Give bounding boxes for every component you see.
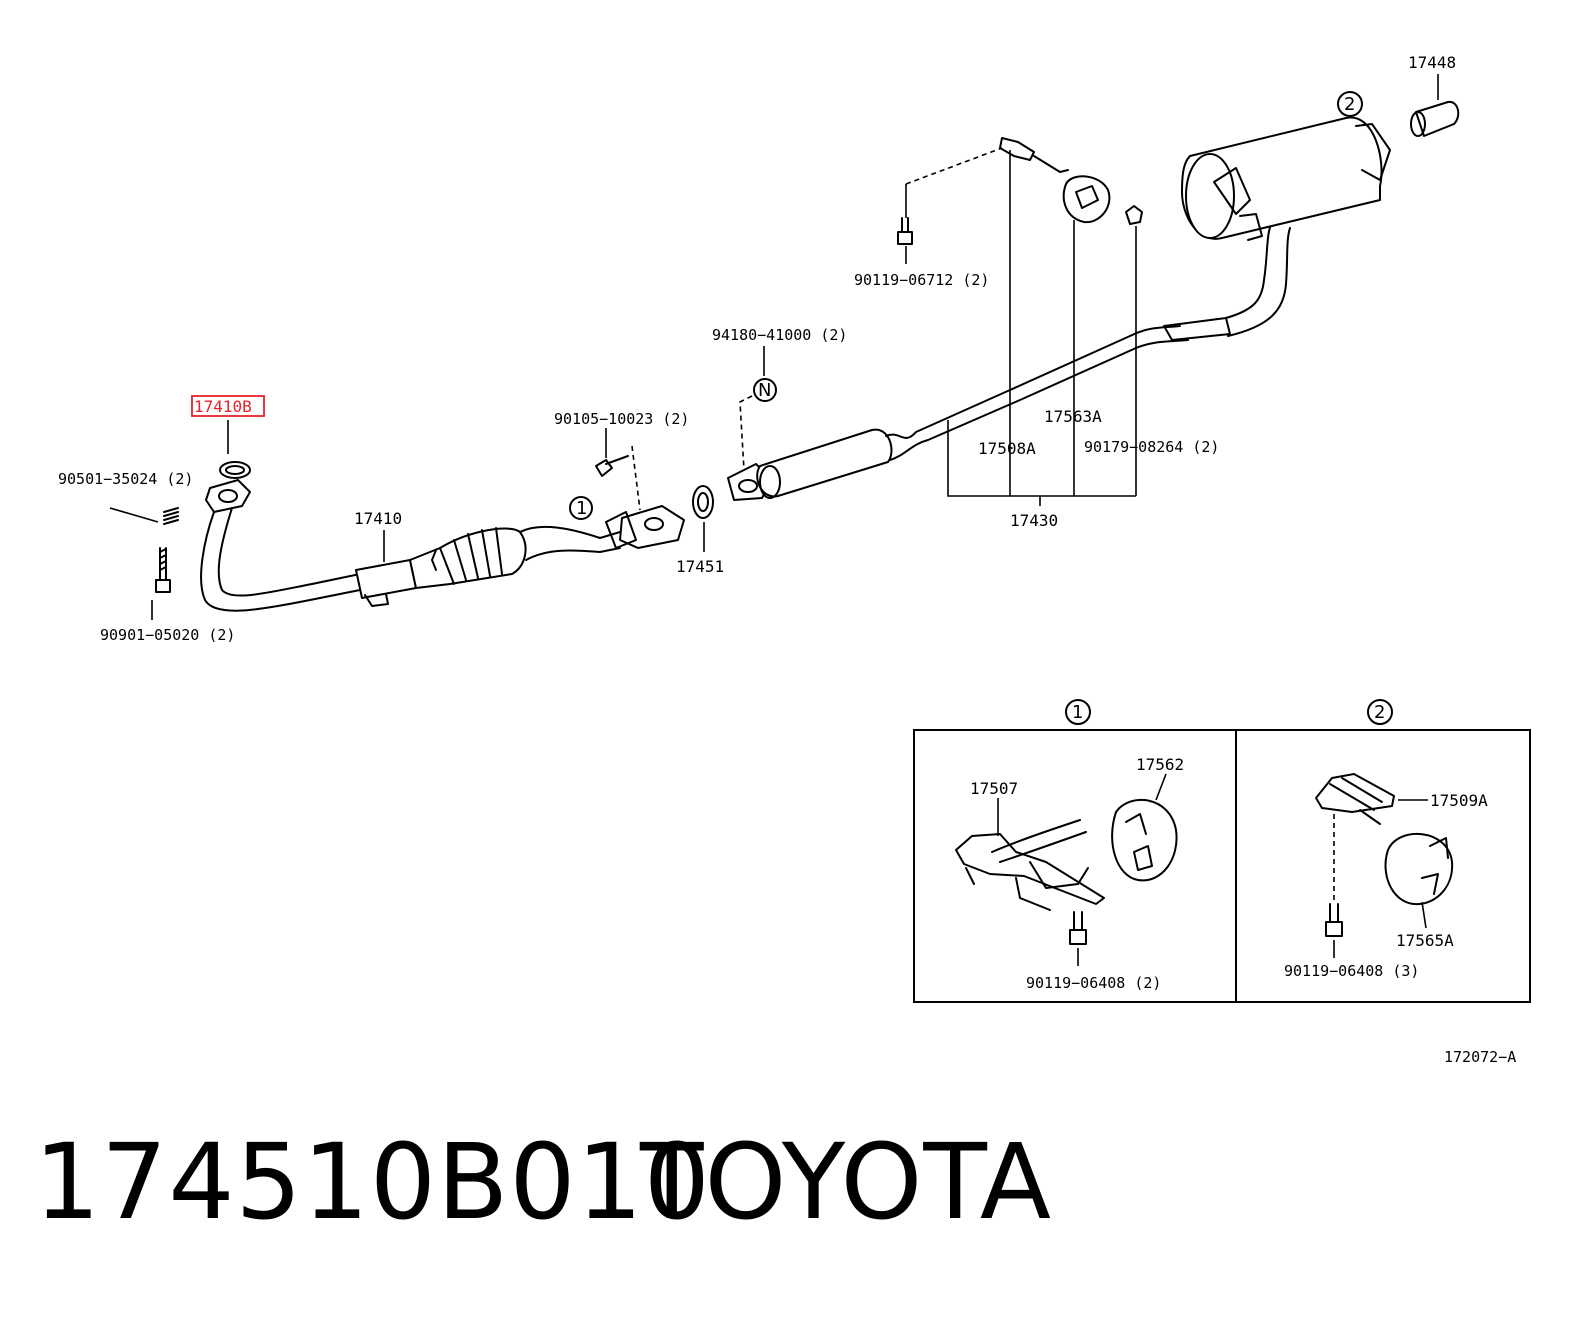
part-number-title: 174510B010 bbox=[34, 1121, 711, 1243]
callout-2-detail: 2 bbox=[1367, 699, 1393, 725]
label-17410B: 17410B bbox=[194, 397, 252, 416]
diagram-ref-code: 172072−A bbox=[1444, 1048, 1516, 1066]
label-17562: 17562 bbox=[1136, 755, 1184, 774]
nut-icon bbox=[1125, 205, 1143, 225]
callout-text: 2 bbox=[1374, 702, 1385, 723]
center-pipe-assembly bbox=[727, 116, 1391, 501]
gasket-17451 bbox=[692, 485, 714, 519]
label-90119-06408-3: 90119−06408 (3) bbox=[1284, 962, 1419, 980]
callout-1-detail: 1 bbox=[1065, 699, 1091, 725]
label-94180-41000: 94180−41000 (2) bbox=[712, 326, 847, 344]
label-17410: 17410 bbox=[354, 509, 402, 528]
brand-title: TOYOTA bbox=[640, 1121, 1052, 1243]
callout-text: N bbox=[758, 380, 771, 401]
rubber-hanger-17565A bbox=[1384, 832, 1454, 906]
front-pipe-outer bbox=[200, 511, 361, 612]
bracket-17509A bbox=[1315, 773, 1395, 825]
label-17451: 17451 bbox=[676, 557, 724, 576]
resonator bbox=[756, 428, 893, 498]
label-17565A: 17565A bbox=[1396, 931, 1454, 950]
label-17509A: 17509A bbox=[1430, 791, 1488, 810]
bolt-detail-1 bbox=[1069, 911, 1087, 966]
label-90119-06712: 90119−06712 (2) bbox=[854, 271, 989, 289]
label-90501-35024: 90501−35024 (2) bbox=[58, 470, 193, 488]
bolt-icon bbox=[155, 547, 171, 593]
spring-bolts bbox=[155, 507, 179, 593]
label-90119-06408-2: 90119−06408 (2) bbox=[1026, 974, 1161, 992]
flange-bolt bbox=[595, 455, 629, 477]
rubber-hanger-17562 bbox=[1111, 798, 1178, 882]
label-90179-08264: 90179−08264 (2) bbox=[1084, 438, 1219, 456]
callout-text: 1 bbox=[576, 498, 587, 519]
label-17563A: 17563A bbox=[1044, 407, 1102, 426]
rubber-hanger-icon bbox=[1062, 175, 1111, 224]
callout-text: 2 bbox=[1344, 94, 1355, 115]
bolt-detail-2 bbox=[1325, 814, 1343, 958]
callout-1-main: 1 bbox=[569, 496, 593, 520]
gasket-ring-inner bbox=[225, 465, 245, 475]
label-90105-10023: 90105−10023 (2) bbox=[554, 410, 689, 428]
front-exhaust-pipe bbox=[200, 461, 685, 612]
highlight-box bbox=[191, 395, 265, 417]
tail-pipe-tip bbox=[1410, 100, 1460, 137]
label-17448: 17448 bbox=[1408, 53, 1456, 72]
label-17508A: 17508A bbox=[978, 439, 1036, 458]
front-pipe-inner bbox=[217, 507, 361, 597]
detail-panels: 1 2 17507 17562 90119−06408 (2) bbox=[913, 699, 1531, 1003]
label-17507: 17507 bbox=[970, 779, 1018, 798]
bracket-17507 bbox=[955, 819, 1105, 911]
spring-icon bbox=[163, 507, 179, 525]
upper-hanger bbox=[897, 137, 1143, 245]
gasket-ring bbox=[219, 461, 251, 479]
front-flange bbox=[205, 479, 251, 513]
label-17430: 17430 bbox=[1010, 511, 1058, 530]
callout-2-main: 2 bbox=[1337, 91, 1363, 117]
callout-text: 1 bbox=[1072, 702, 1083, 723]
callout-n: N bbox=[753, 378, 777, 402]
label-90901-05020: 90901−05020 (2) bbox=[100, 626, 235, 644]
leader-lines bbox=[109, 74, 1439, 620]
